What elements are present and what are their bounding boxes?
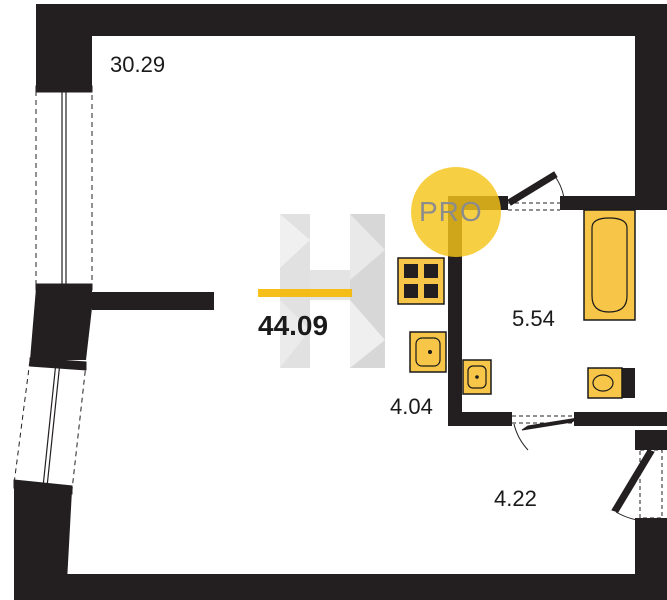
kitchen-sink-icon	[409, 331, 447, 373]
hall-door	[512, 415, 579, 451]
pro-badge-text: PRO	[419, 196, 483, 227]
window-lower	[13, 357, 87, 495]
stove-icon	[397, 257, 445, 305]
room-area-bathroom: 5.54	[512, 306, 555, 331]
outer-walls	[14, 4, 667, 600]
bathroom-door	[507, 171, 565, 211]
pro-badge-icon	[411, 167, 501, 257]
watermark-logo-icon	[280, 214, 385, 368]
total-area: 44.09	[258, 310, 329, 341]
entrance-door	[611, 449, 663, 522]
bathtub-icon	[583, 209, 636, 321]
room-area-main: 30.29	[110, 52, 166, 77]
accent-line	[258, 289, 352, 297]
bathroom-sink-icon	[462, 359, 492, 395]
window-upper	[35, 85, 93, 291]
toilet-icon	[587, 367, 623, 399]
room-area-hallway: 4.22	[494, 486, 537, 511]
room-area-kitchen: 4.04	[390, 394, 433, 419]
